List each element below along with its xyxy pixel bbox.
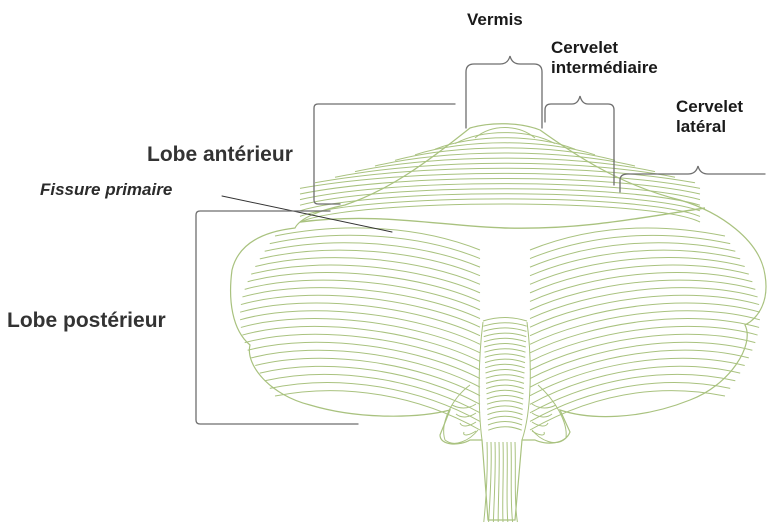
vermis-folium xyxy=(487,406,523,410)
label-cervelet-lateral-line1: Cervelet xyxy=(676,97,743,117)
anterior-folium-line xyxy=(300,189,700,206)
vermis-folium xyxy=(488,422,522,426)
label-cervelet-intermediaire: Cervelet intermédiaire xyxy=(551,38,658,77)
vermis-folium xyxy=(488,411,523,415)
anterior-folium-line xyxy=(300,199,700,217)
vermis-folium xyxy=(486,370,525,374)
posterior-folium-left xyxy=(265,243,480,267)
anterior-folium-line xyxy=(375,153,635,166)
posterior-folium-right xyxy=(530,250,740,276)
label-cervelet-lateral-line2: latéral xyxy=(676,117,743,137)
posterior-folium-left xyxy=(275,228,480,250)
label-fissure-primaire: Fissure primaire xyxy=(40,180,172,200)
posterior-folium-left xyxy=(260,250,480,276)
vermis-folium xyxy=(484,338,526,342)
anterior-folium-line xyxy=(315,168,695,183)
posterior-folium-left xyxy=(241,319,480,353)
vermis-folium xyxy=(486,375,525,379)
vermis-folium xyxy=(484,344,526,348)
vermis-folium xyxy=(485,354,526,358)
posterior-folium-left xyxy=(270,235,480,258)
label-cervelet-intermediaire-line1: Cervelet xyxy=(551,38,658,58)
posterior-folium-left xyxy=(241,295,480,327)
posterior-folium-left xyxy=(240,311,480,345)
posterior-folium-left xyxy=(240,303,480,336)
posterior-folium-right xyxy=(530,319,759,353)
label-cervelet-intermediaire-line2: intermédiaire xyxy=(551,58,658,78)
posterior-folium-right xyxy=(530,303,760,336)
vermis-folium xyxy=(487,396,524,400)
vermis-folium xyxy=(485,349,526,353)
label-cervelet-lateral: Cervelet latéral xyxy=(676,97,743,136)
label-lobe-posterieur: Lobe postérieur xyxy=(7,309,166,333)
vermis-folium xyxy=(488,427,522,431)
anterior-folium-line xyxy=(355,158,655,172)
tonsil-right-folium xyxy=(532,431,544,435)
vermis-folium xyxy=(483,318,527,322)
stem-line xyxy=(498,442,499,522)
cerebellum-folia xyxy=(231,124,766,522)
posterior-folium-right xyxy=(530,311,760,345)
label-lobe-anterieur: Lobe antérieur xyxy=(147,143,293,167)
posterior-folium-right xyxy=(530,391,725,430)
posterior-folium-right xyxy=(530,228,725,250)
stem-line xyxy=(507,442,508,522)
posterior-folium-right xyxy=(530,326,758,361)
vermis-edge-left xyxy=(479,322,483,440)
anterior-folium-line xyxy=(300,204,700,222)
vermis-folium xyxy=(485,364,525,368)
vermis-folium xyxy=(488,416,523,420)
label-vermis: Vermis xyxy=(467,10,523,30)
stem-line xyxy=(489,442,492,522)
vermis-folium xyxy=(485,359,525,363)
posterior-folium-right xyxy=(530,243,735,267)
anterior-folium-line xyxy=(300,184,700,200)
vermis-edge-right xyxy=(522,322,530,440)
vermis-folium xyxy=(486,385,524,389)
anterior-folium-line xyxy=(300,194,700,211)
anterior-lobe-bracket xyxy=(314,104,455,204)
vermis-folium xyxy=(484,333,527,337)
vermis-brace xyxy=(466,56,542,128)
vermis-folium xyxy=(483,323,527,327)
stem-line xyxy=(511,442,513,522)
posterior-folium-right xyxy=(530,235,730,258)
posterior-folium-right xyxy=(530,258,745,285)
vermis-folium xyxy=(487,390,524,394)
vermis-folium xyxy=(486,380,524,384)
vermis-folium xyxy=(487,401,523,405)
anterior-folium-line xyxy=(300,179,700,195)
vermis-folium xyxy=(484,328,527,332)
stem-line xyxy=(493,442,495,522)
stem-line xyxy=(503,442,504,522)
fissure-pointer xyxy=(222,196,392,232)
